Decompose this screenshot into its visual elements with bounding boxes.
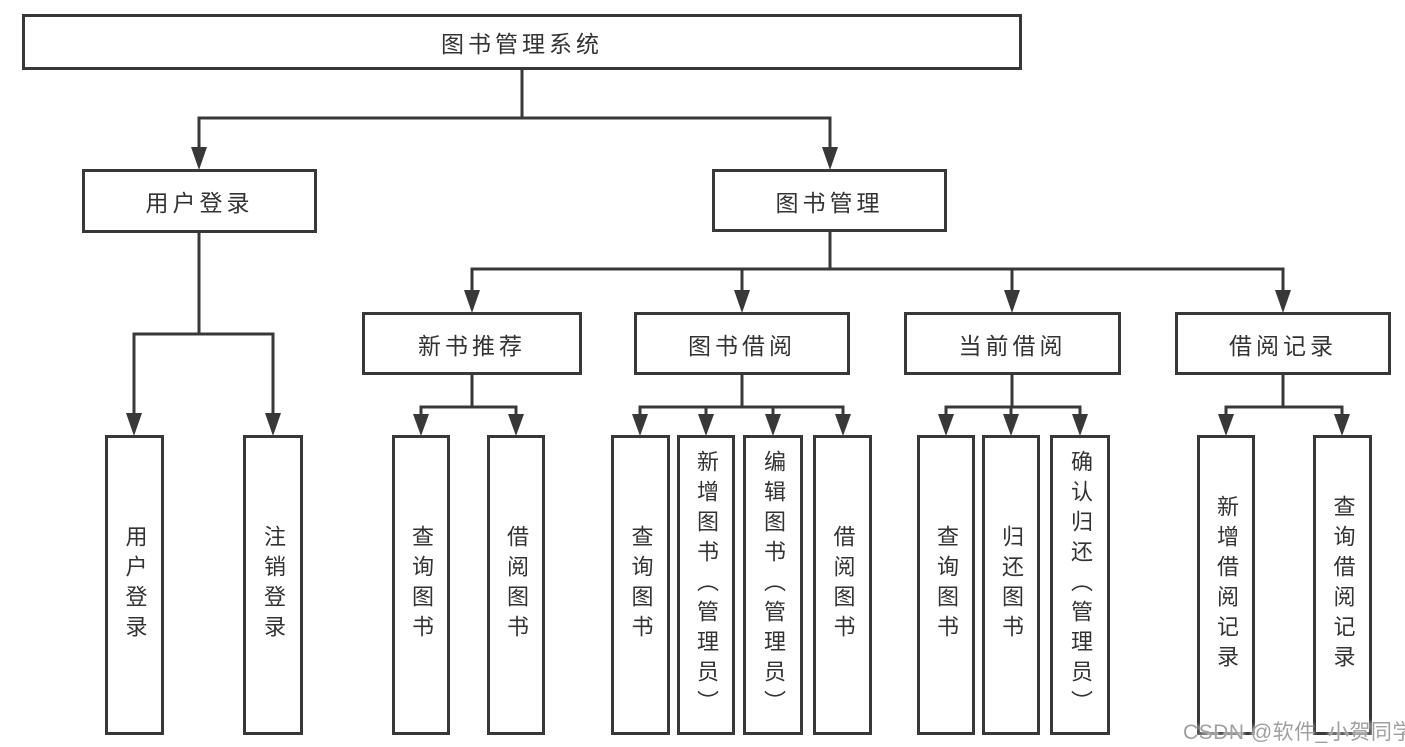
node-current-borrowing-label: 当前借阅 (958, 332, 1067, 359)
leaf-nbr-query-books: 查询图书 (392, 435, 450, 735)
leaf-cb-query-books: 查询图书 (917, 435, 975, 735)
leaf-cb-confirm-return-admin-label: 确认归还（管理员） (1068, 450, 1093, 720)
leaf-nbr-borrow-books-label: 借阅图书 (504, 525, 529, 645)
leaf-bb-borrow-books-label: 借阅图书 (830, 525, 856, 645)
leaf-bb-query-books: 查询图书 (611, 435, 670, 735)
leaf-bb-add-books-admin-label: 新增图书（管理员） (694, 450, 719, 720)
leaf-br-query-record-label: 查询借阅记录 (1330, 495, 1356, 675)
node-user-login-label: 用户登录 (145, 190, 254, 216)
leaf-cb-confirm-return-admin: 确认归还（管理员） (1050, 435, 1110, 735)
node-new-book-recommendation-label: 新书推荐 (418, 332, 526, 359)
node-borrowing-records-label: 借阅记录 (1229, 332, 1337, 359)
node-book-management: 图书管理 (712, 169, 947, 232)
leaf-br-add-record-label: 新增借阅记录 (1214, 495, 1239, 675)
leaf-bb-edit-books-admin: 编辑图书（管理员） (743, 435, 803, 735)
leaf-bb-add-books-admin: 新增图书（管理员） (677, 435, 735, 735)
node-book-borrowing: 图书借阅 (634, 312, 850, 375)
leaf-br-query-record: 查询借阅记录 (1313, 435, 1372, 735)
leaf-cb-query-books-label: 查询图书 (934, 525, 959, 645)
leaf-logout: 注销登录 (243, 435, 303, 735)
node-library-management-system: 图书管理系统 (22, 14, 1022, 70)
leaf-bb-borrow-books: 借阅图书 (813, 435, 872, 735)
leaf-user-login-label: 用户登录 (122, 525, 148, 645)
node-book-management-label: 图书管理 (775, 189, 884, 216)
node-library-management-system-label: 图书管理系统 (441, 31, 603, 57)
leaf-bb-edit-books-admin-label: 编辑图书（管理员） (761, 450, 786, 720)
node-book-borrowing-label: 图书借阅 (688, 332, 796, 359)
leaf-br-add-record: 新增借阅记录 (1197, 435, 1255, 735)
leaf-user-login: 用户登录 (105, 435, 164, 735)
node-current-borrowing: 当前借阅 (904, 312, 1121, 375)
watermark: CSDN @软件_小贺同学 (1183, 721, 1405, 744)
leaf-nbr-query-books-label: 查询图书 (409, 525, 434, 645)
leaf-cb-return-books-label: 归还图书 (999, 525, 1024, 645)
node-borrowing-records: 借阅记录 (1175, 312, 1391, 375)
node-user-login: 用户登录 (82, 169, 317, 233)
node-new-book-recommendation: 新书推荐 (362, 312, 582, 375)
leaf-cb-return-books: 归还图书 (982, 435, 1040, 735)
leaf-bb-query-books-label: 查询图书 (628, 525, 654, 645)
leaf-nbr-borrow-books: 借阅图书 (487, 435, 545, 735)
leaf-logout-label: 注销登录 (261, 525, 286, 645)
